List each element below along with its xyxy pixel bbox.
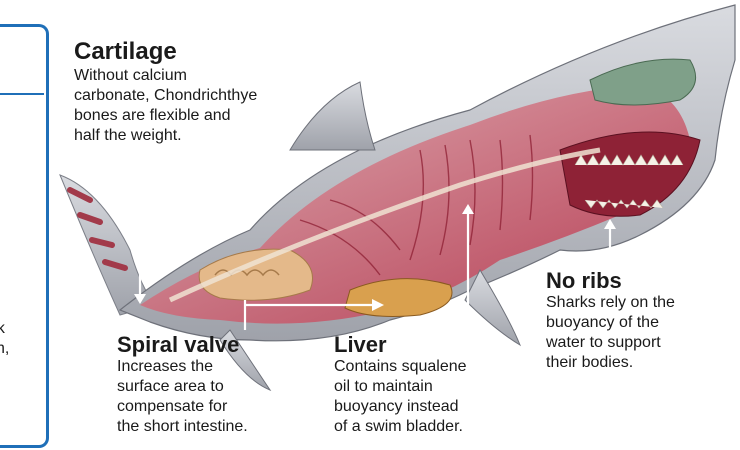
callout-line: bones are flexible and	[74, 106, 289, 126]
callout-line: Without calcium	[74, 66, 289, 86]
sidebar-text-fragment: ly	[0, 201, 28, 221]
callout-line: buoyancy of the	[546, 313, 721, 333]
callout-liver: Liver Contains squalene oil to maintain …	[334, 332, 504, 437]
callout-line: the short intestine.	[117, 417, 292, 437]
sidebar-text-fragment: y,	[0, 119, 28, 139]
callout-title: Spiral valve	[117, 332, 292, 357]
callout-spiral-valve: Spiral valve Increases the surface area …	[117, 332, 292, 437]
sidebar-text-fragment: s	[0, 99, 28, 119]
callout-line: their bodies.	[546, 353, 721, 373]
callout-line: compensate for	[117, 397, 292, 417]
sidebar-text-fragment: s.	[0, 181, 28, 201]
sidebar-text-fragment: ok	[0, 319, 28, 339]
sidebar-text-fragment: r	[0, 221, 28, 241]
callout-line: Increases the	[117, 357, 292, 377]
callout-title: Cartilage	[74, 38, 289, 66]
info-sidebar: s y, s. ly r ok sh,	[0, 24, 49, 448]
callout-line: buoyancy instead	[334, 397, 504, 417]
callout-line: Contains squalene	[334, 357, 504, 377]
callout-no-ribs: No ribs Sharks rely on the buoyancy of t…	[546, 268, 721, 373]
sidebar-text-fragment: sh,	[0, 339, 28, 359]
callout-line: oil to maintain	[334, 377, 504, 397]
callout-line: carbonate, Chondrichthye	[74, 86, 289, 106]
callout-title: No ribs	[546, 268, 721, 293]
callout-cartilage: Cartilage Without calcium carbonate, Cho…	[74, 38, 289, 146]
callout-line: surface area to	[117, 377, 292, 397]
callout-line: water to support	[546, 333, 721, 353]
callout-title: Liver	[334, 332, 504, 357]
dorsal-fin	[290, 82, 375, 150]
sidebar-divider	[0, 93, 44, 95]
callout-line: half the weight.	[74, 126, 289, 146]
callout-line: Sharks rely on the	[546, 293, 721, 313]
callout-line: of a swim bladder.	[334, 417, 504, 437]
